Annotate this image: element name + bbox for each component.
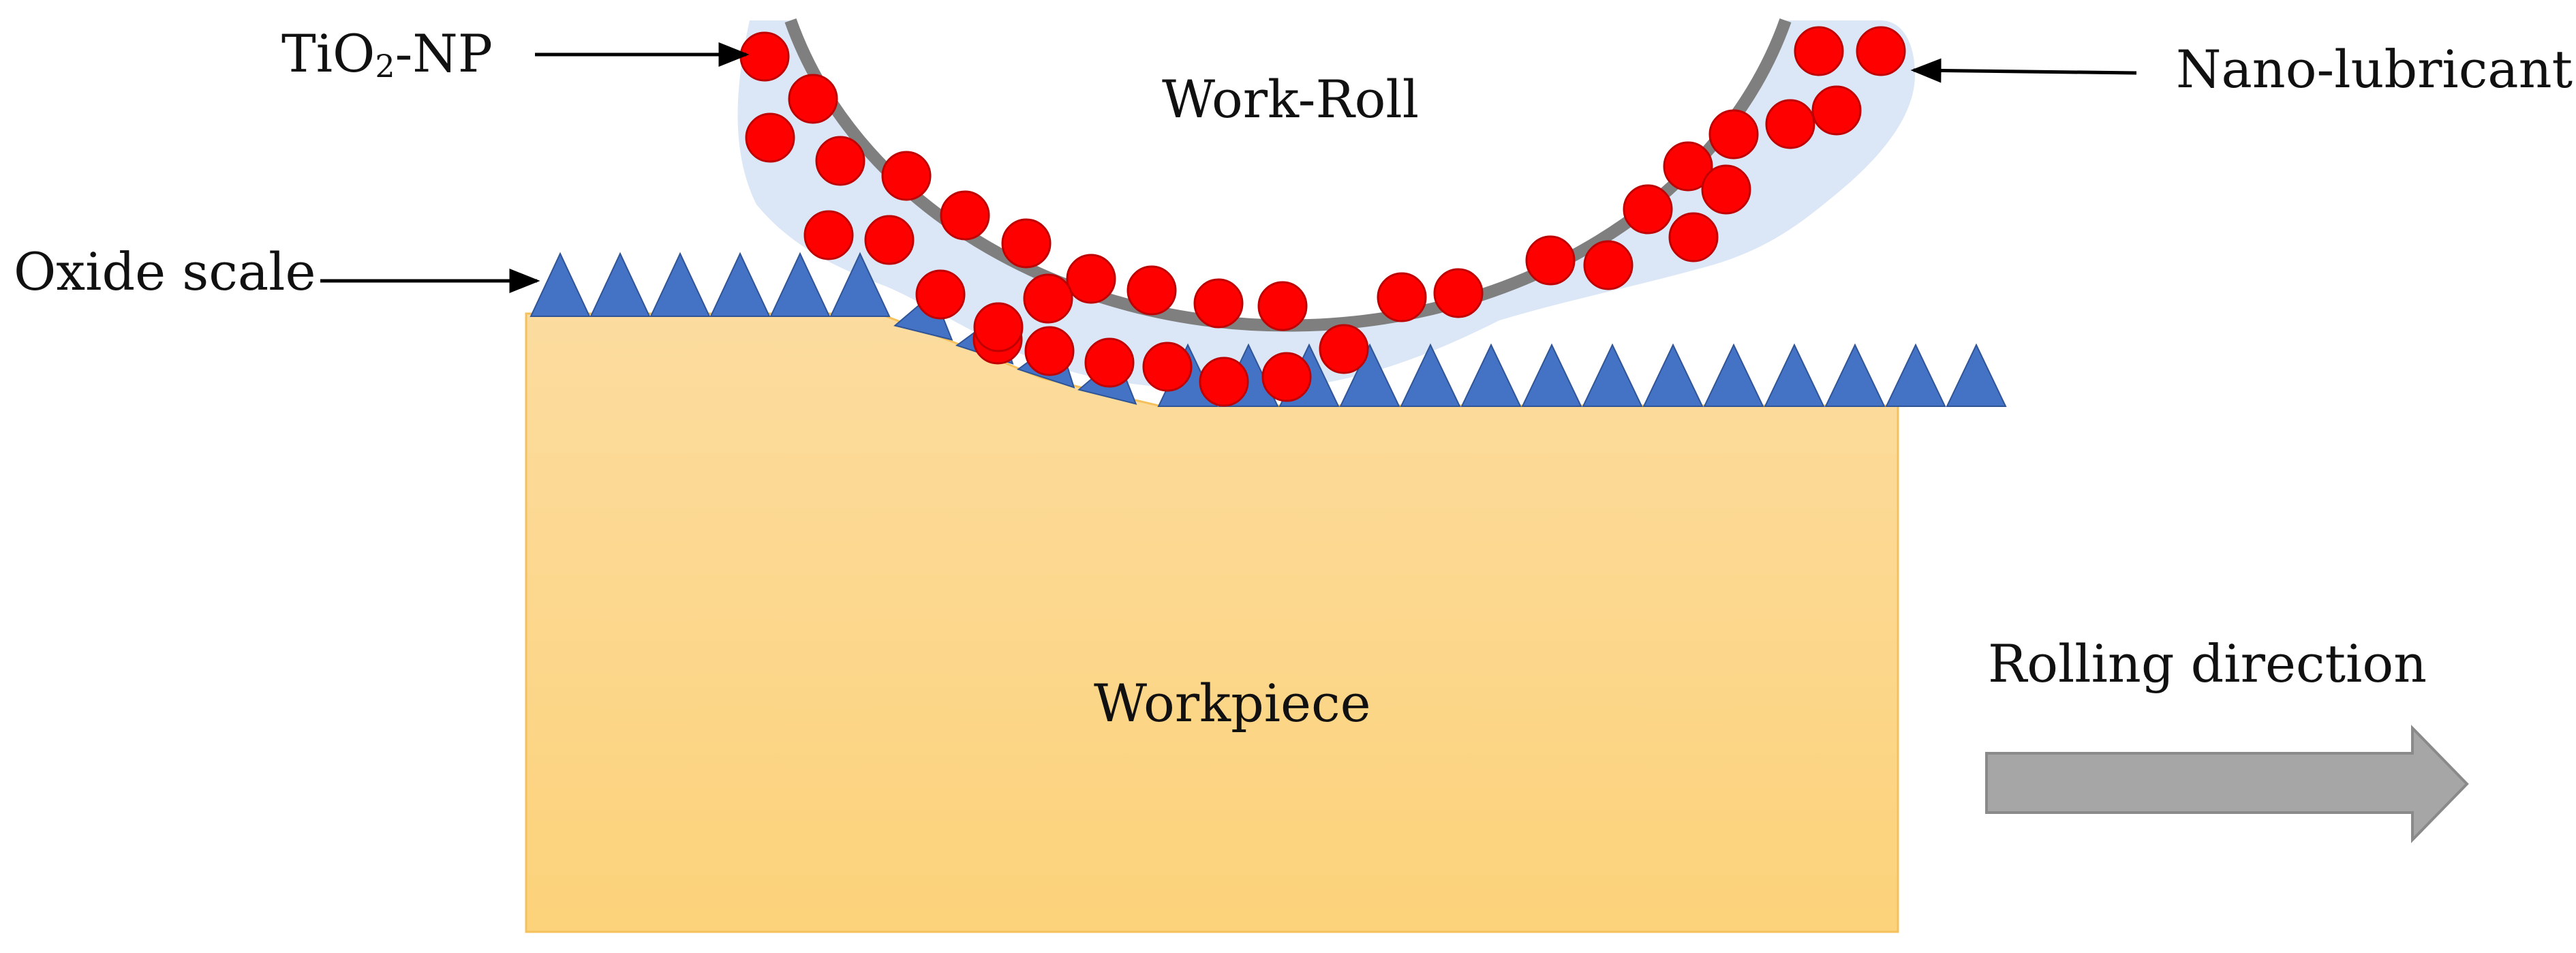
tio2-nanoparticle [1623,184,1673,235]
tio2-nanoparticle [1794,26,1844,76]
tio2-nanoparticle [1066,254,1116,304]
tio2-nanoparticle [1023,273,1073,324]
workpiece-label: Workpiece [1094,673,1371,733]
tio2-nanoparticle [788,74,838,124]
oxide-scale-triangle [1764,343,1825,407]
tio2-nanoparticle [1708,109,1759,160]
tio2-nanoparticle [1765,99,1815,149]
work-roll-label: Work-Roll [1162,69,1419,130]
rolling-direction-label: Rolling direction [1988,633,2427,694]
tio2-nanoparticle [1261,352,1312,402]
tio2-nanoparticle [1433,268,1484,318]
oxide-scale-triangle [1400,343,1461,407]
tio2-nanoparticle [1663,141,1713,192]
oxide-scale-triangle [1885,343,1946,407]
tio2-nanoparticle [739,31,790,82]
nano-lubricant-label: Nano-lubricant [2176,39,2573,100]
tio2-nanoparticle [1199,357,1249,407]
oxide-scale-triangle [1582,343,1643,407]
oxide-scale-triangle [1946,343,2007,407]
tio2-nanoparticle [881,151,932,201]
tio2-nanoparticle [1583,240,1634,290]
rolling-direction-arrow [1985,725,2469,843]
oxide-scale-triangle [530,252,591,317]
tio2-nanoparticle [973,302,1024,352]
tio2-np-label: TiO2-NP [281,23,493,85]
tio2-nanoparticles [739,26,1906,407]
oxide-scale-triangle [829,252,891,317]
oxide-scale-triangle [709,252,771,317]
tio2-nanoparticle [745,112,795,163]
tio2-nanoparticle [864,215,915,265]
tio2-nanoparticle [1701,164,1751,215]
oxide-scale-triangle [1824,343,1886,407]
tio2-nanoparticle [1024,326,1075,376]
tio2-nanoparticle [915,269,966,320]
oxide-scale-triangle [1703,343,1764,407]
nano-lubricant-pointer-arrow [1910,58,2137,83]
oxide-scale-triangle [649,252,711,317]
tio2-nanoparticle [1377,272,1427,322]
oxide-scale-triangle [589,252,651,317]
tio2-nanoparticle [1668,212,1719,262]
tio2-nanoparticle [1084,337,1135,388]
tio2-nanoparticle [1142,342,1193,392]
tio2-nanoparticle [1525,235,1576,286]
tio2-nanoparticle [1001,218,1052,269]
oxide-scale-triangle [1339,343,1400,407]
oxide-scale-triangle [1642,343,1704,407]
oxide-scale-triangle [1460,343,1522,407]
oxide-scale-label: Oxide scale [14,241,316,302]
oxide-scale-triangle [1521,343,1582,407]
tio2-nanoparticle [803,210,854,260]
tio2-nanoparticle [1811,85,1862,136]
tio2-nanoparticle [1856,26,1906,76]
tio2-nanoparticle [1193,278,1244,329]
oxide-scale-triangle [769,252,831,317]
tio2-nanoparticle [940,190,990,241]
tio2-nanoparticle [815,136,865,186]
tio2-nanoparticle [1319,324,1369,374]
tio2-nanoparticle [1126,265,1177,316]
tio2-nanoparticle [1257,281,1308,331]
